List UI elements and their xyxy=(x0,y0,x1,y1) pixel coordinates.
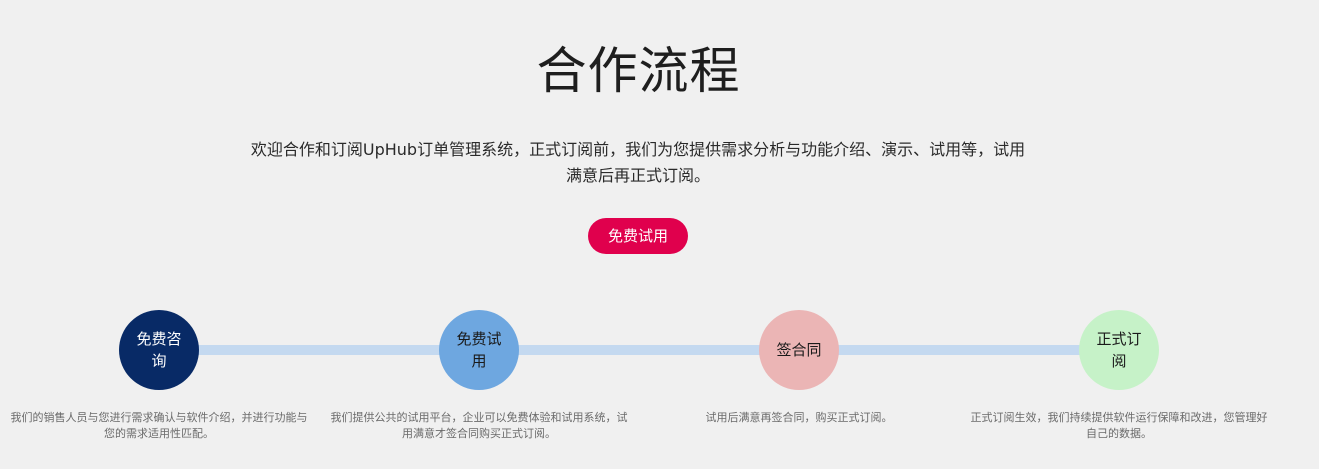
step-label: 正式订阅 xyxy=(1096,330,1142,370)
step-free-trial[interactable]: 免费试用 xyxy=(439,310,519,390)
step-description: 试用后满意再签合同，购买正式订阅。 xyxy=(705,411,893,424)
step-formal-subscription[interactable]: 正式订阅 xyxy=(1079,310,1159,390)
step-sign-contract[interactable]: 签合同 xyxy=(759,310,839,390)
timeline-connector xyxy=(198,345,440,355)
section-intro: 欢迎合作和订阅UpHub订单管理系统，正式订阅前，我们为您提供需求分析与功能介绍… xyxy=(250,140,1026,185)
section-title: 合作流程 xyxy=(536,42,741,100)
step-label: 免费试用 xyxy=(456,330,502,370)
free-trial-button[interactable]: 免费试用 xyxy=(588,218,688,254)
step-description: 我们的销售人员与您进行需求确认与软件介绍，并进行功能与您的需求适用性匹配。 xyxy=(10,411,308,440)
step-label: 免费咨询 xyxy=(136,330,182,370)
step-description: 正式订阅生效，我们持续提供软件运行保障和改进，您管理好自己的数据。 xyxy=(970,411,1268,440)
timeline-connector xyxy=(838,345,1080,355)
step-label: 签合同 xyxy=(776,341,822,359)
timeline-connector xyxy=(518,345,760,355)
step-free-consultation[interactable]: 免费咨询 xyxy=(119,310,199,390)
step-description: 我们提供公共的试用平台，企业可以免费体验和试用系统，试用满意才签合同购买正式订阅… xyxy=(330,411,628,440)
